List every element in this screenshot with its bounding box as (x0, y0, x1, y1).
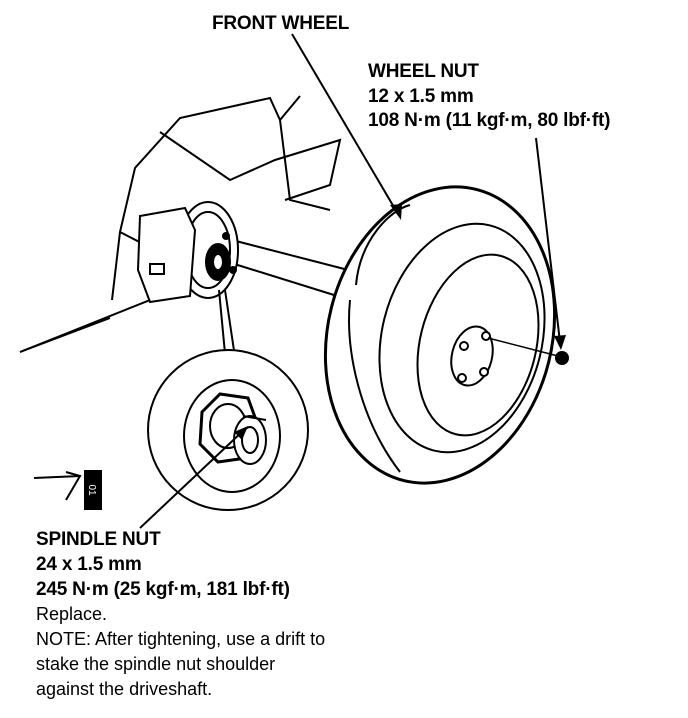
wheel-nut-torque: 108 N·m (11 kgf·m, 80 lbf·ft) (368, 110, 611, 131)
hub-assembly (136, 201, 239, 304)
front-wheel-arrowhead (390, 204, 402, 220)
spindle-nut-note-line1: NOTE: After tightening, use a drift to (36, 629, 326, 649)
spindle-nut-instruction: Replace. (36, 604, 108, 624)
wheel-nut-leader (535, 137, 561, 343)
driveshaft (227, 239, 357, 301)
front-wheel-label: FRONT WHEEL (212, 13, 350, 34)
spindle-nut-leader (139, 429, 245, 529)
spindle-nut-arrowhead (234, 426, 248, 440)
spindle-nut-torque: 245 N·m (25 kgf·m, 181 lbf·ft) (36, 579, 290, 600)
spindle-nut-note-line3: against the driveshaft. (36, 679, 213, 699)
spindle-nut-note-line2: stake the spindle nut shoulder (36, 654, 276, 674)
hub-detail-drawing (147, 349, 309, 511)
wheel-nut-axis (487, 337, 559, 357)
drift-tool-icon: 01 (33, 470, 102, 510)
tool-mark: 01 (86, 484, 97, 496)
wheel-nut-title: WHEEL NUT (368, 61, 479, 82)
wheel-nut-size: 12 x 1.5 mm (368, 86, 474, 107)
front-wheel-leader (291, 33, 399, 215)
wheel-drawing (323, 185, 557, 485)
spindle-nut-title: SPINDLE NUT (36, 529, 161, 550)
wheel-nut-icon (555, 351, 569, 365)
spindle-nut-size: 24 x 1.5 mm (36, 554, 142, 575)
wheel-nut-arrowhead (554, 335, 566, 350)
